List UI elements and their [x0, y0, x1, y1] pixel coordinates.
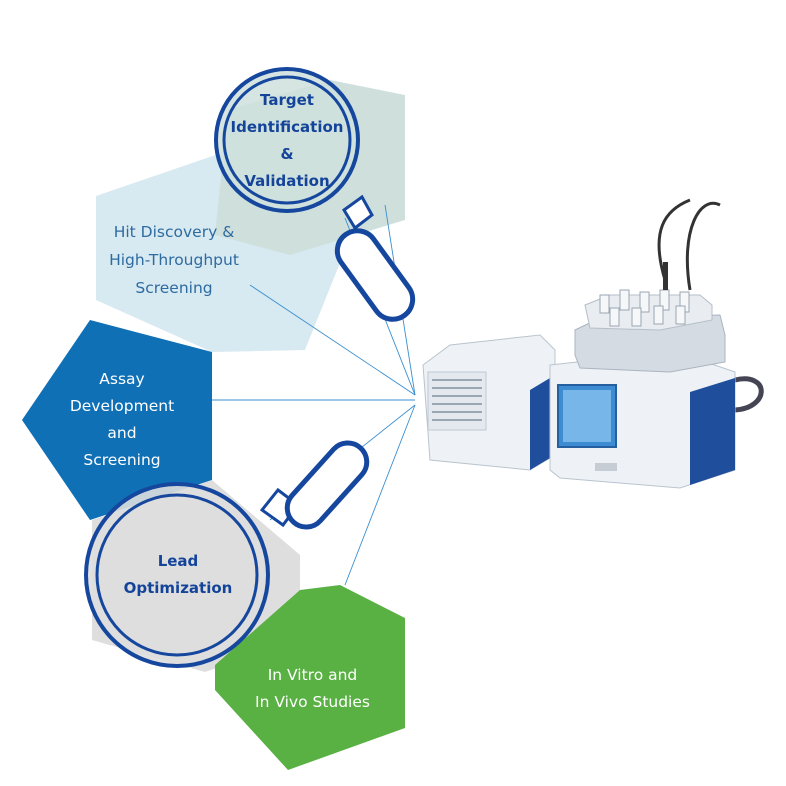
in-vivo-pentagon	[215, 585, 405, 770]
label-line: Identification	[230, 118, 344, 136]
label-line: High-Throughput	[109, 251, 239, 269]
label-line: &	[280, 145, 294, 163]
label-line: Target	[260, 91, 314, 109]
label-line: Screening	[83, 451, 161, 469]
label-line: In Vivo Studies	[255, 693, 370, 711]
target-identification-label: Target Identification & Validation	[222, 87, 352, 195]
label-line: Assay	[99, 370, 145, 388]
label-line: Hit Discovery &	[113, 223, 235, 241]
label-line: Screening	[135, 279, 213, 297]
label-line: Development	[69, 397, 175, 415]
label-line: Validation	[244, 172, 330, 190]
magnifier-icon	[214, 67, 416, 322]
hit-discovery-label: Hit Discovery & High-Throughput Screenin…	[100, 218, 248, 302]
label-line: Optimization	[123, 579, 233, 597]
in-vivo-studies-label: In Vitro and In Vivo Studies	[245, 662, 380, 716]
label-line: and	[107, 424, 137, 442]
titrator-instrument-icon	[422, 198, 764, 489]
magnifier-icon	[84, 440, 370, 668]
assay-development-pentagon	[22, 320, 212, 520]
label-line: In Vitro and	[267, 666, 358, 684]
assay-development-label: Assay Development and Screening	[62, 366, 182, 474]
lead-optimization-label: Lead Optimization	[112, 548, 244, 602]
label-line: Lead	[157, 552, 199, 570]
